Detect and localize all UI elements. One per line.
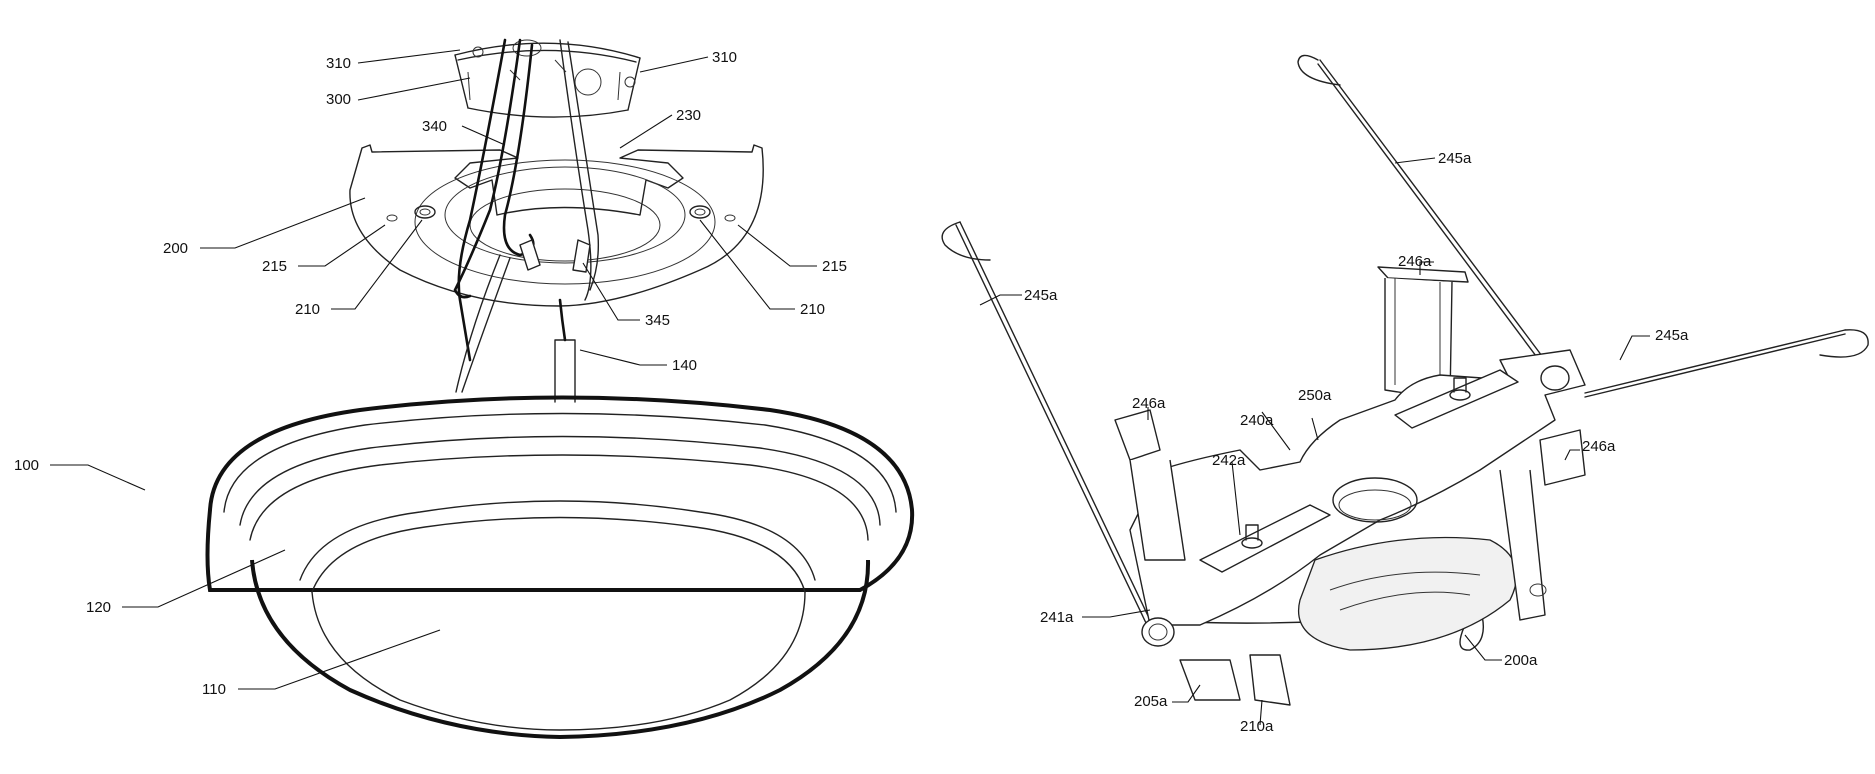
label-100: 100 <box>14 457 39 474</box>
label-110: 110 <box>202 681 226 698</box>
left-leader-lines <box>50 50 817 689</box>
fixture-leads <box>555 300 575 402</box>
fixture-housing <box>208 398 913 738</box>
label-200a: 200a <box>1504 652 1538 669</box>
label-241a: 241a <box>1040 609 1074 626</box>
label-245a-top: 245a <box>1438 150 1472 167</box>
junction-box <box>455 40 640 117</box>
label-250a: 250a <box>1298 387 1332 404</box>
left-reference-numerals: 310 300 310 340 230 200 215 215 210 210 … <box>14 49 847 698</box>
label-310-left: 310 <box>326 55 351 72</box>
label-345: 345 <box>645 312 670 329</box>
mounting-bracket-figure: 245a 245a 245a 246a 246a 246a 250a 240a … <box>942 55 1868 735</box>
label-246a-right: 246a <box>1582 438 1616 455</box>
mounting-plate <box>350 145 763 306</box>
label-242a: 242a <box>1212 452 1246 469</box>
label-215-right: 215 <box>822 258 847 275</box>
label-205a: 205a <box>1134 693 1168 710</box>
label-210-left: 210 <box>295 301 320 318</box>
light-fixture-figure: 310 300 310 340 230 200 215 215 210 210 … <box>14 40 912 737</box>
label-246a-top: 246a <box>1398 253 1432 270</box>
label-120: 120 <box>86 599 111 616</box>
label-230: 230 <box>676 107 701 124</box>
label-340: 340 <box>422 118 447 135</box>
label-210-right: 210 <box>800 301 825 318</box>
label-240a: 240a <box>1240 412 1274 429</box>
label-245a-right: 245a <box>1655 327 1689 344</box>
label-245a-left: 245a <box>1024 287 1058 304</box>
label-210a: 210a <box>1240 718 1274 735</box>
label-215-left: 215 <box>262 258 287 275</box>
label-140: 140 <box>672 357 697 374</box>
label-310-right: 310 <box>712 49 737 66</box>
label-300: 300 <box>326 91 351 108</box>
label-200: 200 <box>163 240 188 257</box>
label-246a-left: 246a <box>1132 395 1166 412</box>
